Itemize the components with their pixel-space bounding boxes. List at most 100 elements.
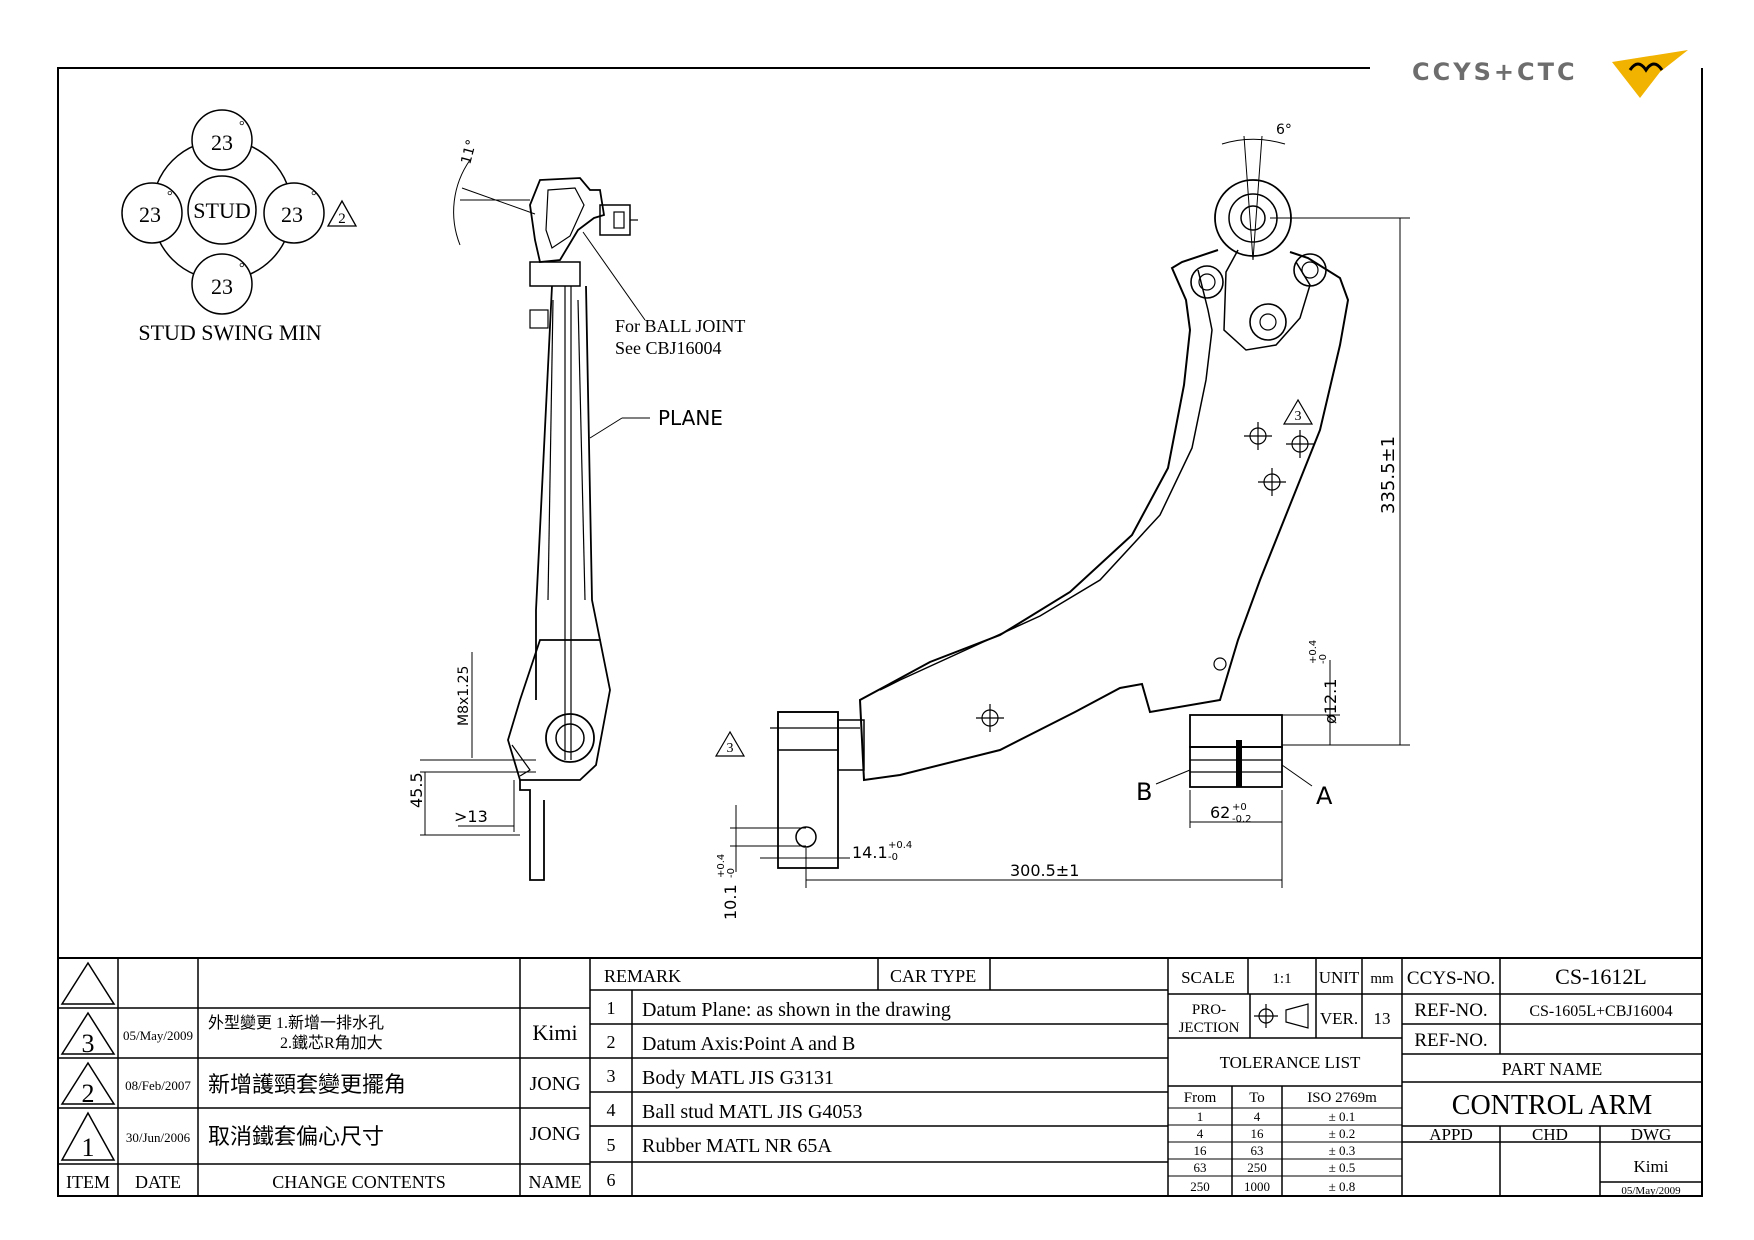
dim-10-1: 10.1 <box>721 884 740 920</box>
rev-name-3: Kimi <box>532 1020 577 1045</box>
svg-text:-0.2: -0.2 <box>1232 814 1252 825</box>
ccys-no-label: CCYS-NO. <box>1407 968 1495 989</box>
revision-triangle-3-left: 3 <box>714 730 746 757</box>
svg-text:3: 3 <box>1295 409 1302 424</box>
ref-no: CS-1605L+CBJ16004 <box>1529 1003 1672 1020</box>
hdr-name: NAME <box>529 1172 582 1192</box>
revision-triangle-3-right: 3 <box>1282 398 1314 425</box>
rev-item-1: 1 <box>82 1133 95 1162</box>
dwg-label: DWG <box>1631 1125 1672 1144</box>
swing-top: 23 <box>211 130 233 155</box>
dim-300-5: 300.5±1 <box>1010 861 1079 880</box>
svg-text:2: 2 <box>607 1032 616 1052</box>
rev-content-1: 取消鐵套偏心尺寸 <box>208 1124 384 1149</box>
remark-1: Datum Plane: as shown in the drawing <box>642 999 951 1021</box>
ccys-no: CS-1612L <box>1555 964 1647 989</box>
svg-text:2: 2 <box>338 211 346 227</box>
ref-no-label: REF-NO. <box>1414 1000 1487 1021</box>
front-view: 6° 3 B A <box>714 122 1410 920</box>
stud-label: STUD <box>193 198 250 223</box>
point-b-label: B <box>1136 778 1152 806</box>
draw-date: 05/May/2009 <box>1621 1185 1681 1197</box>
hdr-date: DATE <box>135 1172 181 1192</box>
hdr-contents: CHANGE CONTENTS <box>272 1172 446 1192</box>
remark-3: Body MATL JIS G3131 <box>642 1067 834 1089</box>
swing-right: 23 <box>281 202 303 227</box>
svg-text:16: 16 <box>1251 1126 1265 1141</box>
projection-label-1: PRO- <box>1192 1002 1226 1018</box>
svg-text:From: From <box>1184 1090 1217 1106</box>
appd-label: APPD <box>1429 1125 1472 1144</box>
rev-content-2: 新增護頸套變更擺角 <box>208 1072 406 1097</box>
rev-name-1: JONG <box>529 1123 580 1145</box>
bottom-tables: 3 05/May/2009 外型變更 1.新增一排水孔 2.鐵芯R角加大 Kim… <box>58 957 1702 1197</box>
chd-label: CHD <box>1532 1125 1568 1144</box>
dim-45-5: 45.5 <box>407 772 426 808</box>
svg-text:4: 4 <box>607 1100 616 1120</box>
rev-date-3: 05/May/2009 <box>123 1028 193 1043</box>
rev-name-2: JONG <box>529 1073 580 1095</box>
svg-text:°: ° <box>239 119 245 134</box>
svg-text:+0.4: +0.4 <box>888 840 912 851</box>
dim-13: >13 <box>454 807 488 826</box>
svg-text:To: To <box>1249 1090 1265 1106</box>
revision-triangle-2: 2 <box>326 199 358 227</box>
ref-no-label-2: REF-NO. <box>1414 1030 1487 1051</box>
ball-joint-note-line2: See CBJ16004 <box>615 338 722 358</box>
remark-4: Ball stud MATL JIS G4053 <box>642 1101 862 1123</box>
swing-bottom: 23 <box>211 274 233 299</box>
svg-text:+0: +0 <box>1232 802 1247 813</box>
rev-content-3b: 2.鐵芯R角加大 <box>280 1033 383 1052</box>
svg-text:-0: -0 <box>1318 654 1329 664</box>
remark-title: REMARK <box>604 966 681 986</box>
plane-label: PLANE <box>658 406 723 430</box>
svg-text:63: 63 <box>1251 1143 1264 1158</box>
dim-diameter: ø12.1 <box>1321 679 1340 724</box>
svg-text:± 0.2: ± 0.2 <box>1329 1126 1356 1141</box>
unit-value: mm <box>1370 971 1394 987</box>
hdr-item: ITEM <box>66 1172 110 1192</box>
projection-label-2: JECTION <box>1179 1020 1240 1036</box>
svg-text:1: 1 <box>1197 1109 1204 1124</box>
svg-text:°: ° <box>311 189 317 204</box>
svg-text:1: 1 <box>607 998 616 1018</box>
ver-value: 13 <box>1374 1009 1391 1028</box>
svg-text:250: 250 <box>1247 1160 1267 1175</box>
tolerance-title: TOLERANCE LIST <box>1220 1053 1361 1072</box>
sheet-border <box>57 67 1703 1197</box>
ver-label: VER. <box>1320 1009 1358 1028</box>
svg-text:6: 6 <box>607 1170 616 1190</box>
svg-text:± 0.1: ± 0.1 <box>1329 1109 1356 1124</box>
front-angle: 6° <box>1276 122 1292 138</box>
svg-text:16: 16 <box>1194 1143 1208 1158</box>
rev-date-1: 30/Jun/2006 <box>126 1130 191 1145</box>
swing-left: 23 <box>139 202 161 227</box>
svg-text:4: 4 <box>1254 1109 1261 1124</box>
svg-text:-0: -0 <box>726 868 737 878</box>
scale-label: SCALE <box>1181 968 1235 987</box>
dim-62: 62 <box>1210 803 1230 822</box>
svg-text:1000: 1000 <box>1244 1179 1270 1194</box>
svg-text:3: 3 <box>727 741 734 756</box>
svg-text:4: 4 <box>1197 1126 1204 1141</box>
part-name-label: PART NAME <box>1502 1059 1602 1079</box>
car-type-label: CAR TYPE <box>890 966 976 986</box>
ball-joint-note-line1: For BALL JOINT <box>615 316 745 336</box>
svg-text:°: ° <box>167 189 173 204</box>
side-angle: 11° <box>458 138 480 166</box>
logo-mark <box>1612 50 1688 98</box>
remark-5: Rubber MATL NR 65A <box>642 1135 832 1157</box>
rev-item-3: 3 <box>82 1029 95 1058</box>
remark-2: Datum Axis:Point A and B <box>642 1033 855 1055</box>
svg-text:250: 250 <box>1190 1179 1210 1194</box>
rev-item-2: 2 <box>82 1079 95 1108</box>
dim-height: 335.5±1 <box>1378 436 1399 514</box>
projection-symbol-icon <box>1254 1003 1309 1029</box>
svg-text:± 0.5: ± 0.5 <box>1329 1160 1356 1175</box>
unit-label: UNIT <box>1319 968 1360 987</box>
svg-text:+0.4: +0.4 <box>716 854 727 878</box>
dim-14-1: 14.1 <box>852 843 888 862</box>
svg-text:5: 5 <box>607 1135 616 1155</box>
part-name: CONTROL ARM <box>1452 1090 1653 1121</box>
